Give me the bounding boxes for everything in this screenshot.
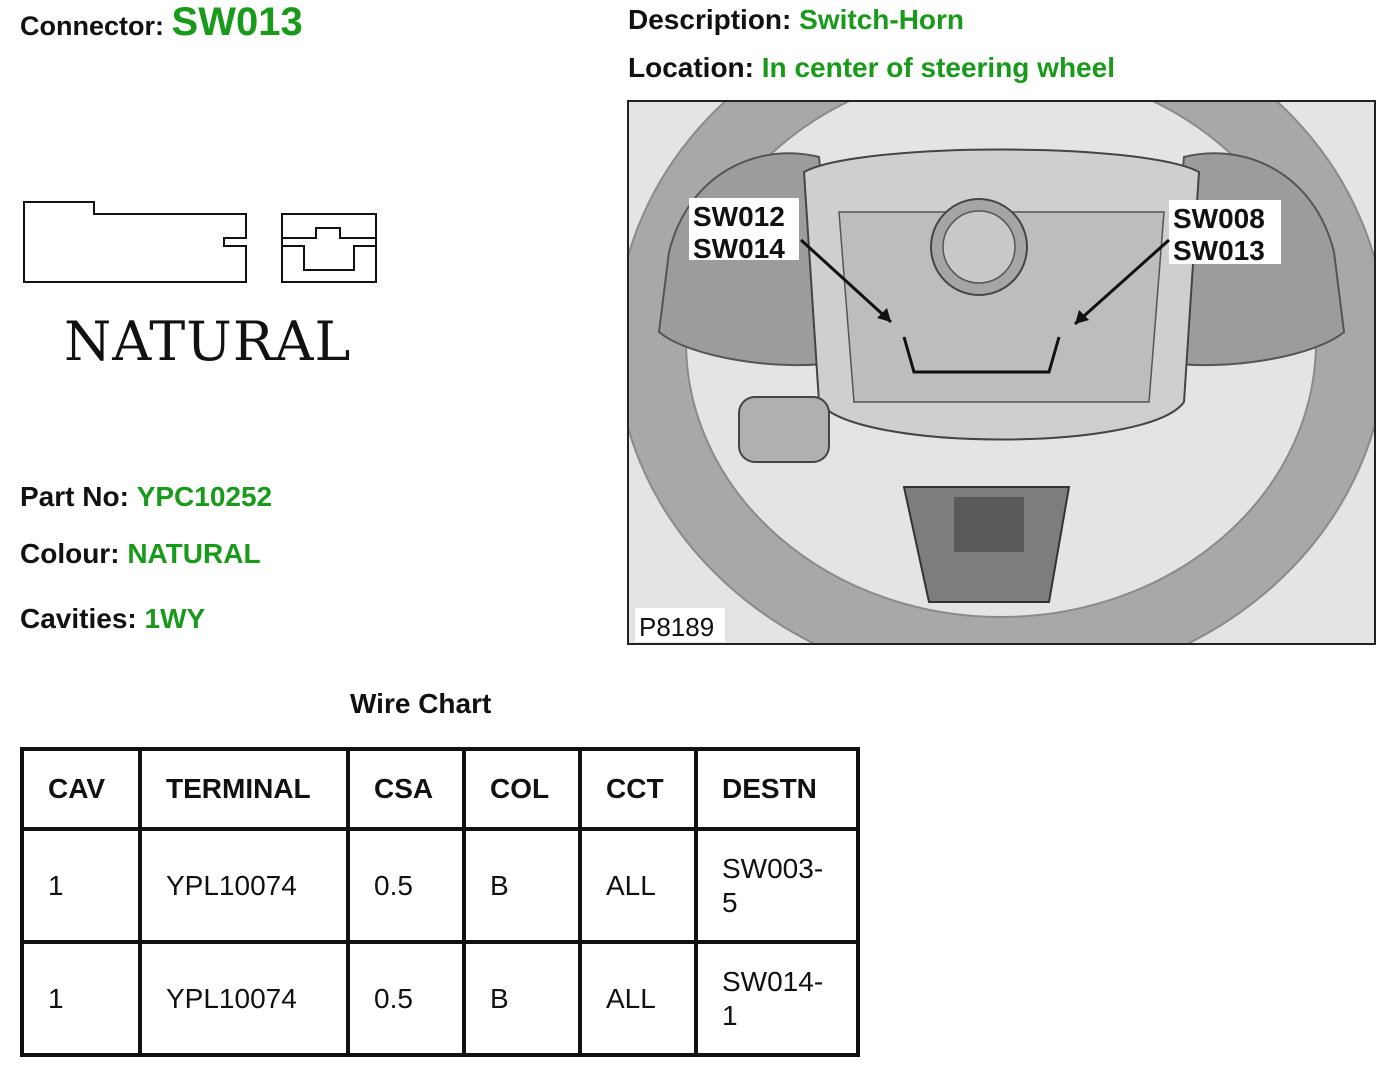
cell-destn-line-2: 1 bbox=[722, 999, 738, 1031]
table-header-row: CAV TERMINAL CSA COL CCT DESTN bbox=[20, 747, 860, 831]
figure-id: P8189 bbox=[639, 612, 714, 642]
description-field: Description: Switch-Horn bbox=[628, 4, 964, 36]
cell-cav: 1 bbox=[20, 940, 142, 1057]
location-field: Location: In center of steering wheel bbox=[628, 52, 1115, 84]
connector-value: SW013 bbox=[171, 0, 303, 44]
connector-housing-outline bbox=[23, 201, 247, 283]
header-destn: DESTN bbox=[694, 747, 860, 831]
connector-field: Connector: SW013 bbox=[20, 0, 303, 45]
part-number-value: YPC10252 bbox=[136, 481, 273, 512]
steering-wheel-illustration: SW012 SW014 SW008 SW013 P8189 bbox=[629, 102, 1374, 643]
cell-destn: SW014- 1 bbox=[694, 940, 860, 1057]
cell-terminal: YPL10074 bbox=[138, 940, 350, 1057]
cavities-label: Cavities: bbox=[20, 603, 137, 634]
callout-left-2: SW014 bbox=[693, 233, 785, 264]
callout-right-2: SW013 bbox=[1173, 235, 1265, 266]
cell-destn-line-2: 5 bbox=[722, 886, 738, 918]
connector-colour-caption: NATURAL bbox=[64, 310, 352, 373]
cavities-value: 1WY bbox=[144, 603, 206, 634]
cell-cct: ALL bbox=[578, 827, 698, 944]
cell-destn-line-1: SW003- bbox=[722, 852, 824, 884]
colour-label: Colour: bbox=[20, 538, 120, 569]
cell-cav: 1 bbox=[20, 827, 142, 944]
callout-right-1: SW008 bbox=[1173, 203, 1265, 234]
cavities-field: Cavities: 1WY bbox=[20, 603, 205, 635]
connector-label: Connector: bbox=[20, 11, 164, 41]
table-row: 1 YPL10074 0.5 B ALL SW014- 1 bbox=[20, 940, 860, 1057]
cell-csa: 0.5 bbox=[346, 940, 466, 1057]
part-number-field: Part No: YPC10252 bbox=[20, 481, 272, 513]
cell-col: B bbox=[462, 940, 582, 1057]
cell-destn-line-1: SW014- bbox=[722, 965, 824, 997]
part-number-label: Part No: bbox=[20, 481, 129, 512]
connector-end-outline bbox=[281, 213, 377, 283]
wire-chart-title: Wire Chart bbox=[350, 688, 492, 719]
description-value: Switch-Horn bbox=[799, 4, 965, 35]
callout-left-arrow bbox=[799, 238, 893, 324]
callout-left-1: SW012 bbox=[693, 201, 785, 232]
cell-col: B bbox=[462, 827, 582, 944]
location-label: Location: bbox=[628, 52, 754, 83]
location-value: In center of steering wheel bbox=[761, 52, 1115, 83]
table-row: 1 YPL10074 0.5 B ALL SW003- 5 bbox=[20, 827, 860, 944]
cell-terminal: YPL10074 bbox=[138, 827, 350, 944]
colour-field: Colour: NATURAL bbox=[20, 538, 261, 570]
steering-wheel-rim bbox=[629, 102, 1374, 643]
header-csa: CSA bbox=[346, 747, 466, 831]
header-col: COL bbox=[462, 747, 582, 831]
colour-value: NATURAL bbox=[127, 538, 261, 569]
cell-csa: 0.5 bbox=[346, 827, 466, 944]
cell-destn: SW003- 5 bbox=[694, 827, 860, 944]
header-cav: CAV bbox=[20, 747, 142, 831]
connector-face-diagram bbox=[23, 201, 377, 283]
cell-cct: ALL bbox=[578, 940, 698, 1057]
wire-chart-table: CAV TERMINAL CSA COL CCT DESTN 1 YPL1007… bbox=[20, 747, 860, 1057]
header-terminal: TERMINAL bbox=[138, 747, 350, 831]
harness-wire bbox=[902, 336, 1061, 374]
connector-cavity-outline bbox=[282, 227, 376, 271]
header-cct: CCT bbox=[578, 747, 698, 831]
location-photo: SW012 SW014 SW008 SW013 P8189 bbox=[627, 100, 1376, 645]
description-label: Description: bbox=[628, 4, 792, 35]
